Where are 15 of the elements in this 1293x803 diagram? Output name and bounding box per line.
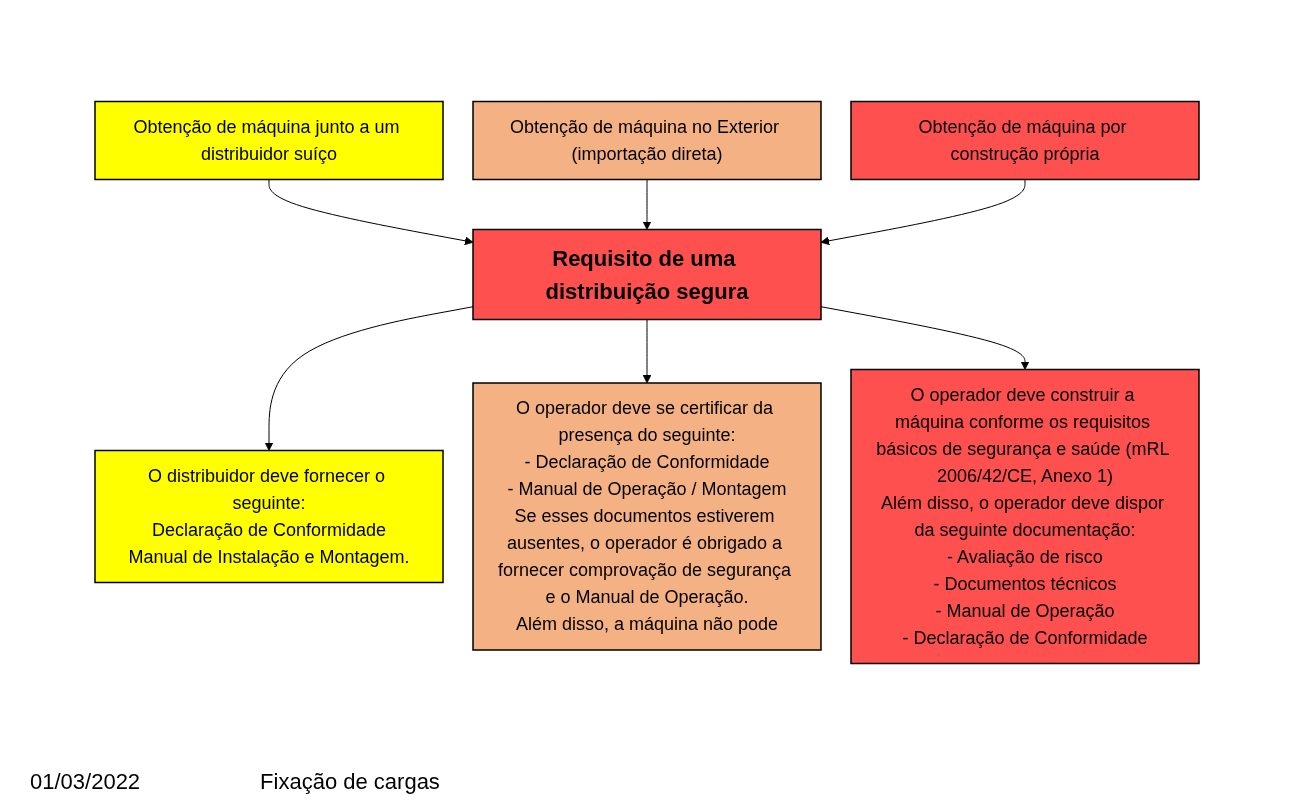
node-box: O operador deve construir a máquina conforme os requisitos básicos de segurança e saúde (mRL 2006/42/CE, Anexo 1) Além disso, o operador deve dispor da seguinte documentação: - Avaliação de risco - Documentos técnicos - Manual de Operação - Declaração de Conformidade [849, 368, 1200, 665]
footer-text: 01/03/2022 [30, 769, 141, 795]
node-box: Obtenção de máquina no Exterior (importação direta) [471, 100, 822, 181]
arrow [642, 319, 651, 384]
arrow [642, 179, 651, 230]
arrow [820, 306, 1029, 370]
arrow [264, 306, 473, 451]
node-box: Requisito de uma distribuição segura [471, 228, 822, 321]
node-box: O operador deve se certificar da presença do seguinte: - Declaração de Conformidade - Manual de Operação / Montagem Se esses documentos estiverem ausentes, o operador é obrigado a fornecer comprovação de segurança e o Manual de Operação. Além disso, a máquina não pode [471, 382, 822, 651]
arrow [268, 179, 473, 246]
node-box: Obtenção de máquina junto a um distribuidor suíço [93, 100, 444, 181]
node-box: Obtenção de máquina por construção própria [849, 100, 1200, 181]
footer-text: Fixação de cargas [260, 769, 440, 795]
node-box: O distribuidor deve fornecer o seguinte: Declaração de Conformidade Manual de Instalação e Montagem. [93, 449, 444, 584]
arrow [820, 179, 1025, 246]
